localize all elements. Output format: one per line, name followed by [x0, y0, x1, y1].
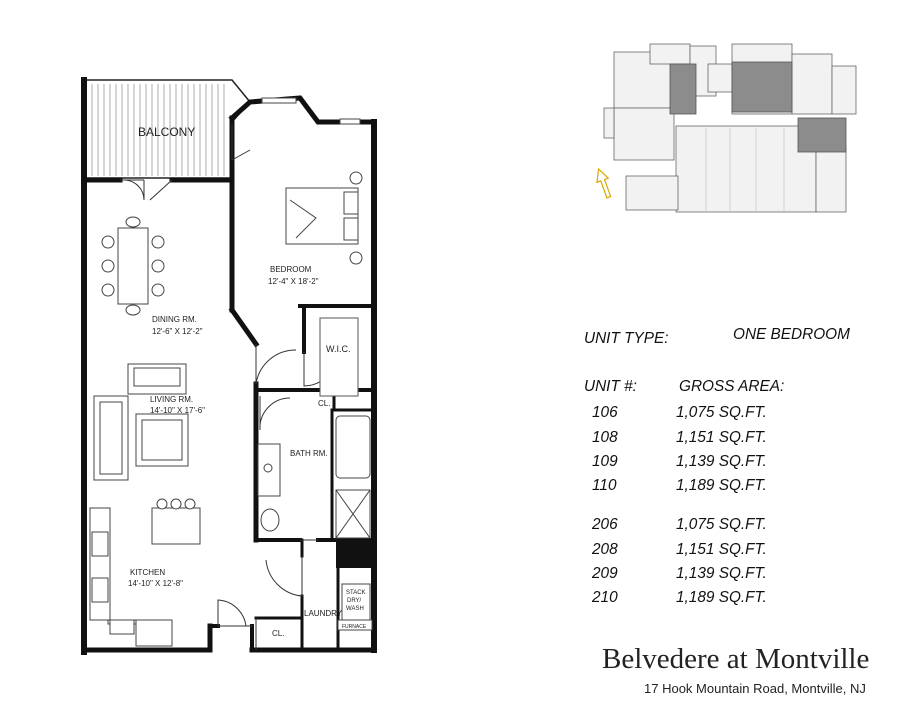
north-arrow-icon [596, 167, 612, 199]
unit-area: 1,151 SQ.FT. [676, 541, 767, 558]
label-stack-1: STACK [346, 590, 366, 596]
brand-address: 17 Hook Mountain Road, Montville, NJ [644, 681, 866, 696]
dim-kitchen: 14'-10" X 12'-8" [128, 579, 183, 588]
unit-area: 1,075 SQ.FT. [676, 516, 767, 533]
dim-living: 14'-10" X 17'-6" [150, 406, 205, 415]
unit-number-label: UNIT #: [584, 378, 637, 395]
label-laundry: LAUNDRY [304, 609, 343, 618]
label-closet-2: CL. [272, 629, 284, 638]
unit-type-value: ONE BEDROOM [733, 326, 850, 343]
walls [81, 77, 377, 655]
unit-type-label: UNIT TYPE: [584, 330, 669, 347]
unit-number: 208 [592, 541, 618, 558]
key-plan [596, 43, 857, 213]
unit-number: 209 [592, 565, 618, 582]
gross-area-label: GROSS AREA: [679, 378, 785, 395]
label-furnace: FURNACE [342, 624, 367, 630]
unit-number: 210 [592, 589, 618, 606]
unit-number: 108 [592, 429, 618, 446]
unit-area: 1,189 SQ.FT. [676, 589, 767, 606]
unit-area: 1,075 SQ.FT. [676, 404, 767, 421]
living-furniture [93, 363, 189, 481]
dim-dining: 12'-6" X 12'-2" [152, 327, 203, 336]
unit-area: 1,139 SQ.FT. [676, 453, 767, 470]
unit-number: 106 [592, 404, 618, 421]
highlighted-units [669, 61, 847, 153]
unit-area: 1,139 SQ.FT. [676, 565, 767, 582]
label-kitchen: KITCHEN [130, 568, 165, 577]
label-balcony: BALCONY [138, 125, 195, 139]
label-stack-2: DRY/ [347, 598, 362, 604]
balcony [85, 79, 251, 179]
label-bedroom: BEDROOM [270, 265, 312, 274]
brand-name: Belvedere at Montville [602, 643, 870, 675]
kitchen-island [89, 498, 201, 647]
dim-bedroom: 12'-4" X 18'-2" [268, 277, 319, 286]
label-wic: W.I.C. [326, 344, 351, 354]
floor-plan: BALCONY BEDROOM 12'-4" X 18'-2" DINING R… [81, 77, 377, 655]
label-stack-3: WASH [346, 606, 364, 612]
unit-number: 109 [592, 453, 618, 470]
label-closet-1: CL. [318, 399, 330, 408]
unit-area: 1,189 SQ.FT. [676, 477, 767, 494]
unit-number: 110 [592, 477, 617, 494]
bath-fixtures [257, 415, 371, 539]
label-bath: BATH RM. [290, 449, 328, 458]
wic-shelf [319, 317, 359, 397]
dining-table [101, 216, 165, 316]
unit-number: 206 [592, 516, 618, 533]
label-living: LIVING RM. [150, 395, 193, 404]
label-dining: DINING RM. [152, 315, 197, 324]
laundry-fixtures [336, 540, 373, 631]
unit-area: 1,151 SQ.FT. [676, 429, 767, 446]
bed [285, 171, 363, 265]
